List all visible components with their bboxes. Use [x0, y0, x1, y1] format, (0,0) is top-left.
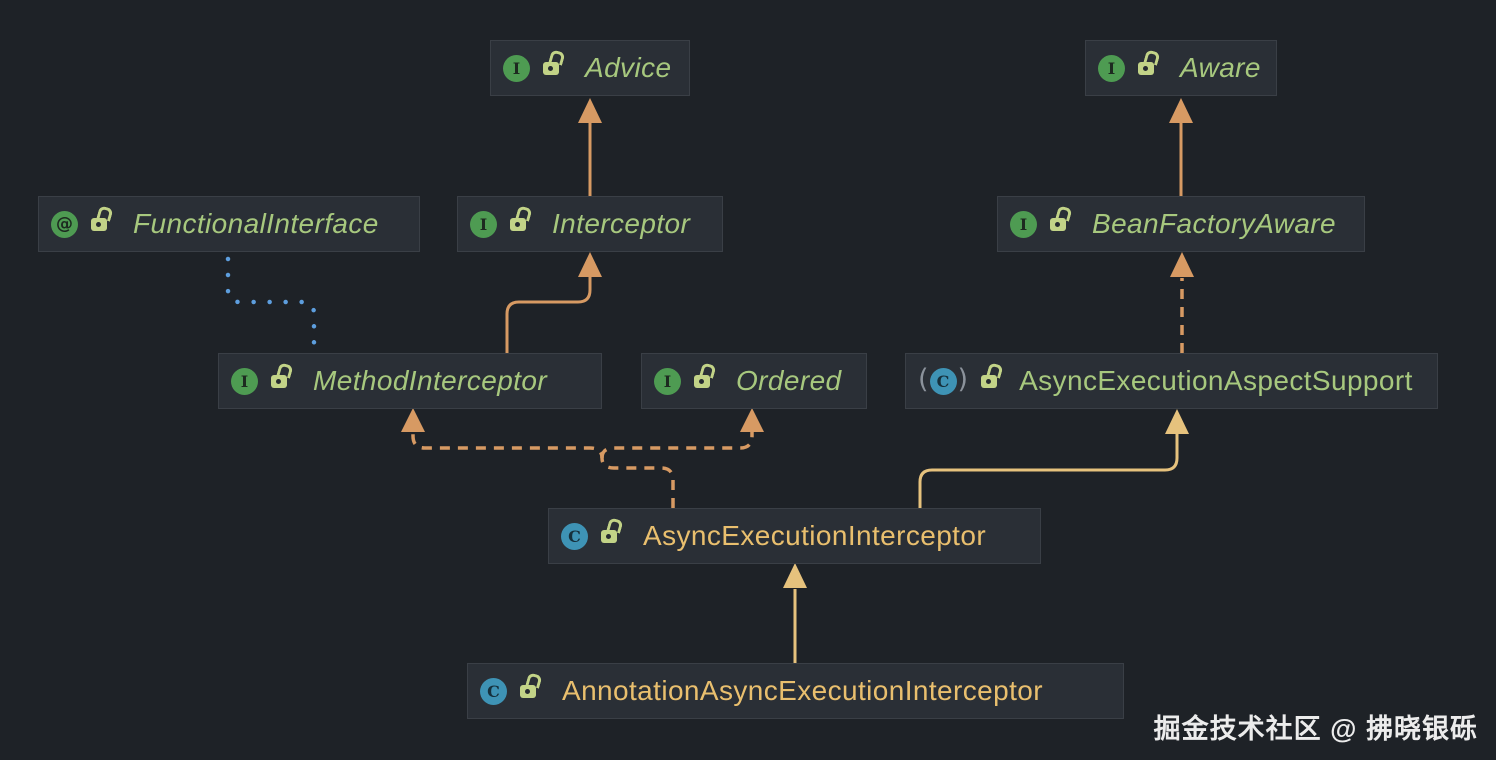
- unlocked-padlock-icon: [694, 374, 710, 388]
- node-annotationasyncexecutioninterceptor[interactable]: C AnnotationAsyncExecutionInterceptor: [467, 663, 1124, 719]
- arrowhead-icon: [401, 408, 425, 432]
- watermark-text: 掘金技术社区 @ 拂晓银砾: [1153, 714, 1478, 744]
- interface-icon: I: [1010, 210, 1037, 238]
- edge-beanfactoryaware-aware: [1169, 98, 1193, 196]
- node-label: BeanFactoryAware: [1092, 208, 1337, 239]
- unlocked-padlock-icon: [1050, 217, 1066, 231]
- arrowhead-icon: [1170, 252, 1194, 277]
- arrowhead-icon: [783, 563, 807, 588]
- arrowhead-icon: [740, 408, 764, 432]
- node-label: Ordered: [736, 365, 842, 396]
- edge-methodinterceptor-interceptor: [505, 252, 602, 353]
- node-label: FunctionalInterface: [133, 208, 379, 239]
- edge-asyncinterceptor-aspectsupport: [918, 409, 1189, 508]
- interface-icon: I: [503, 54, 530, 82]
- class-icon: C: [561, 522, 588, 550]
- interface-icon: I: [654, 367, 681, 395]
- edge-asyncinterceptor-ordered: [600, 408, 764, 459]
- arrowhead-icon: [1165, 409, 1189, 434]
- node-functionalinterface[interactable]: @ FunctionalInterface: [38, 196, 420, 252]
- abstract-class-icon: (C): [918, 363, 969, 395]
- node-label: AsyncExecutionInterceptor: [643, 520, 987, 551]
- node-ordered[interactable]: I Ordered: [641, 353, 867, 409]
- annotation-icon: @: [51, 210, 78, 238]
- unlocked-padlock-icon: [91, 217, 107, 231]
- edge-aspectsupport-beanfactoryaware: [1170, 252, 1194, 353]
- edge-interceptor-advice: [578, 98, 602, 196]
- unlocked-padlock-icon: [510, 217, 526, 231]
- interface-icon: I: [470, 210, 497, 238]
- interface-icon: I: [1098, 54, 1125, 82]
- node-label: AnnotationAsyncExecutionInterceptor: [562, 675, 1043, 706]
- edge-asyncinterceptor-methodinterceptor: [401, 408, 675, 508]
- unlocked-padlock-icon: [271, 374, 287, 388]
- node-label: Interceptor: [552, 208, 691, 239]
- node-asyncexecutioninterceptor[interactable]: C AsyncExecutionInterceptor: [548, 508, 1041, 564]
- node-asyncexecutionaspectsupport[interactable]: (C) AsyncExecutionAspectSupport: [905, 353, 1438, 409]
- node-label: MethodInterceptor: [313, 365, 548, 396]
- node-interceptor[interactable]: I Interceptor: [457, 196, 723, 252]
- class-icon: C: [480, 677, 507, 705]
- arrowhead-icon: [578, 98, 602, 123]
- node-beanfactoryaware[interactable]: I BeanFactoryAware: [997, 196, 1365, 252]
- node-advice[interactable]: I Advice: [490, 40, 690, 96]
- edge-functionalinterface-methodinterceptor: [225, 256, 317, 351]
- unlocked-padlock-icon: [520, 684, 536, 698]
- unlocked-padlock-icon: [601, 529, 617, 543]
- interface-icon: I: [231, 367, 258, 395]
- arrowhead-icon: [1169, 98, 1193, 123]
- node-methodinterceptor[interactable]: I MethodInterceptor: [218, 353, 602, 409]
- unlocked-padlock-icon: [981, 374, 998, 388]
- node-label: AsyncExecutionAspectSupport: [1019, 365, 1413, 396]
- node-label: Advice: [585, 52, 672, 83]
- unlocked-padlock-icon: [543, 61, 559, 75]
- arrowhead-icon: [578, 252, 602, 277]
- unlocked-padlock-icon: [1138, 61, 1154, 75]
- edge-annotationinterceptor-asyncinterceptor: [783, 563, 807, 663]
- node-aware[interactable]: I Aware: [1085, 40, 1277, 96]
- node-label: Aware: [1180, 52, 1261, 83]
